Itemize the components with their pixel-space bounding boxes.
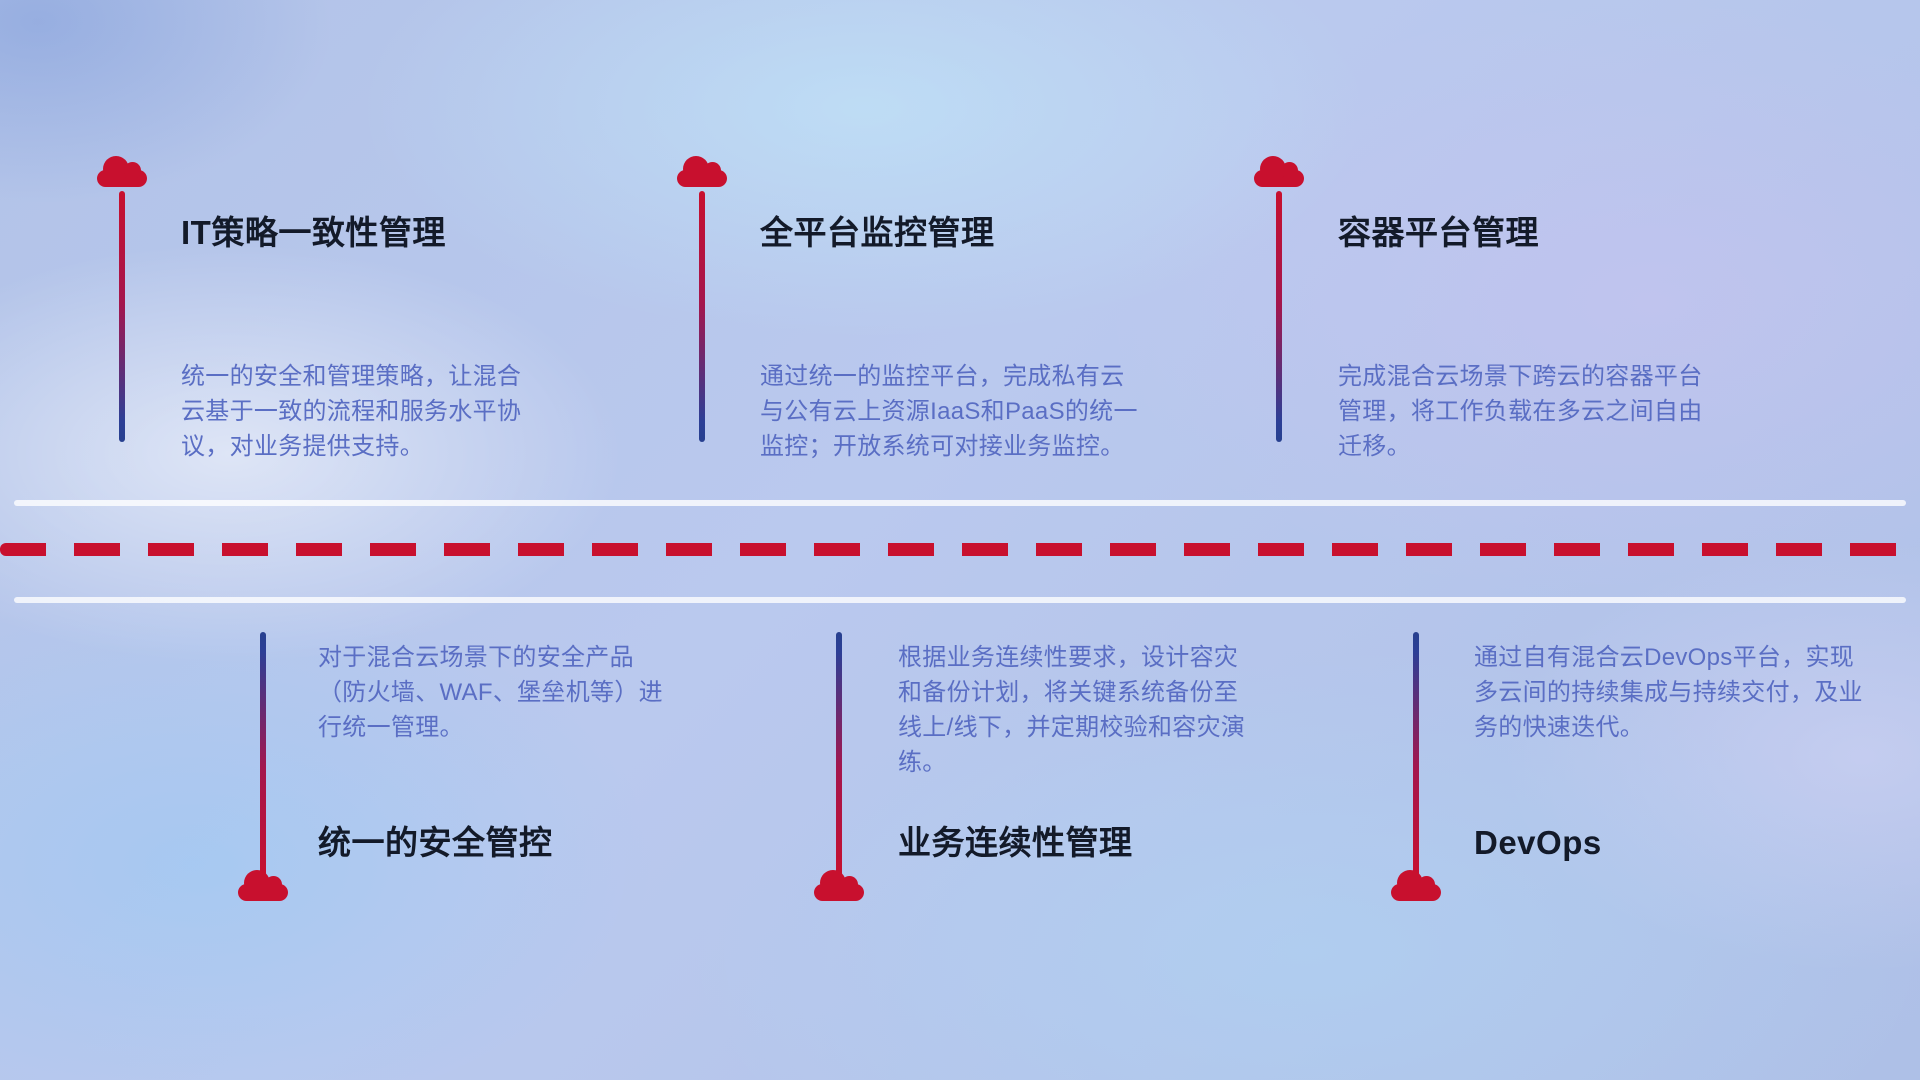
cloud-icon (238, 870, 288, 901)
gradient-connector-line (260, 632, 266, 880)
gradient-connector-line (119, 191, 125, 442)
item-title: IT策略一致性管理 (181, 214, 446, 251)
gradient-connector-line (1276, 191, 1282, 442)
divider-dashed-line (0, 543, 1920, 556)
pin-it-policy (94, 148, 150, 442)
cloud-icon (97, 156, 147, 187)
divider-line-bottom (14, 597, 1906, 603)
gradient-connector-line (699, 191, 705, 442)
item-devops: 通过自有混合云DevOps平台，实现多云间的持续集成与持续交付，及业务的快速迭代… (1474, 640, 1864, 880)
item-title: 全平台监控管理 (760, 214, 995, 251)
pin-business-continuity (811, 632, 867, 901)
item-description: 通过统一的监控平台，完成私有云与公有云上资源IaaS和PaaS的统一监控；开放系… (760, 363, 1138, 461)
item-platform-monitoring: 全平台监控管理 通过统一的监控平台，完成私有云与公有云上资源IaaS和PaaS的… (760, 212, 1140, 464)
item-title: DevOps (1474, 824, 1602, 861)
item-unified-security: 对于混合云场景下的安全产品（防火墙、WAF、堡垒机等）进行统一管理。 统一的安全… (318, 640, 670, 880)
item-it-policy: IT策略一致性管理 统一的安全和管理策略，让混合云基于一致的流程和服务水平协议，… (181, 212, 529, 464)
divider-line-top (14, 500, 1906, 506)
item-description: 根据业务连续性要求，设计容灾和备份计划，将关键系统备份至线上/线下，并定期校验和… (898, 644, 1246, 776)
item-title: 统一的安全管控 (318, 824, 553, 861)
pin-container-platform (1251, 148, 1307, 442)
pin-platform-monitoring (674, 148, 730, 442)
item-business-continuity: 根据业务连续性要求，设计容灾和备份计划，将关键系统备份至线上/线下，并定期校验和… (898, 640, 1246, 880)
pin-devops (1388, 632, 1444, 901)
item-title: 业务连续性管理 (898, 824, 1133, 861)
pin-unified-security (235, 632, 291, 901)
item-description: 完成混合云场景下跨云的容器平台管理，将工作负载在多云之间自由迁移。 (1338, 363, 1703, 461)
item-description: 通过自有混合云DevOps平台，实现多云间的持续集成与持续交付，及业务的快速迭代… (1474, 644, 1863, 741)
item-title: 容器平台管理 (1338, 214, 1539, 251)
gradient-connector-line (1413, 632, 1419, 880)
item-description: 统一的安全和管理策略，让混合云基于一致的流程和服务水平协议，对业务提供支持。 (181, 363, 522, 461)
cloud-icon (1254, 156, 1304, 187)
cloud-icon (677, 156, 727, 187)
gradient-connector-line (836, 632, 842, 880)
cloud-icon (814, 870, 864, 901)
cloud-icon (1391, 870, 1441, 901)
item-description: 对于混合云场景下的安全产品（防火墙、WAF、堡垒机等）进行统一管理。 (318, 644, 663, 741)
item-container-platform: 容器平台管理 完成混合云场景下跨云的容器平台管理，将工作负载在多云之间自由迁移。 (1338, 212, 1708, 464)
